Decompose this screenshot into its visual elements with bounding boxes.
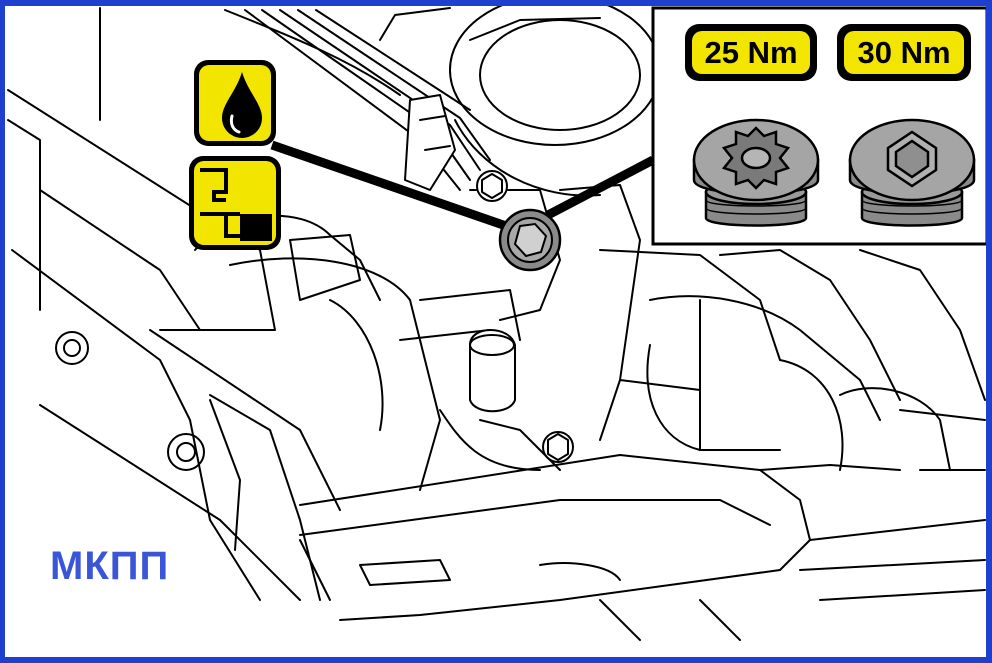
torque-inset-panel: 25 Nm 30 Nm [651,6,989,246]
torque-label-30nm: 30 Nm [857,35,950,70]
torque-badge-25nm: 25 Nm [685,24,817,81]
transmission-caption: МКПП [50,544,170,588]
transmission-housing-lineart [7,0,986,641]
drain-plug-callout [270,140,656,272]
oil-drop-icon [194,60,276,146]
oil-level-icon [189,156,281,250]
torque-label-25nm: 25 Nm [704,35,797,70]
torx-drain-plug [692,118,820,227]
torque-badge-30nm: 30 Nm [837,24,971,81]
hex-fill-plug [848,118,976,227]
